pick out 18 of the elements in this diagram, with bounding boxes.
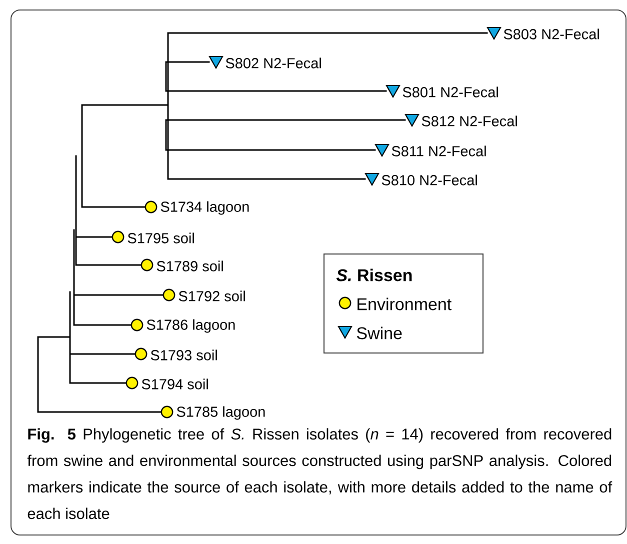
leaf-label: S1734 lagoon	[160, 201, 249, 215]
leaf-label: S810 N2-Fecal	[382, 174, 477, 186]
leaf-label: S1795 soil	[128, 232, 194, 244]
leaf-label: S1794 soil	[142, 378, 208, 390]
leaf-label: S1793 soil	[150, 350, 217, 360]
caption: Fig. 5 Phylogenetic tree of S. Rissen isolates (n = 14) recovered from recovered from swine and environmental sources constructed using parSNP analysis. Colored markers indicate the source of each isolate, with more details added to the name of each isolate	[27, 428, 612, 520]
leaf-label: S1789 soil	[156, 260, 223, 272]
legend-label: Environment	[358, 298, 452, 310]
leaf-label: S801 N2-Fecal	[402, 86, 498, 98]
leaf-label: S811 N2-Fecal	[392, 146, 486, 156]
leaf-label: S803 N2-Fecal	[504, 28, 599, 40]
leaf-label: S802 N2-Fecal	[226, 58, 321, 68]
leaf-label: S1792 soil	[178, 290, 245, 302]
legend-title: S. Rissen	[336, 268, 412, 282]
leaf-label: S812 N2-Fecal	[422, 116, 517, 126]
leaf-label: S1786 lagoon	[146, 319, 235, 333]
leaf-label: S1785 lagoon	[176, 406, 265, 420]
legend-label: Swine	[356, 326, 402, 340]
